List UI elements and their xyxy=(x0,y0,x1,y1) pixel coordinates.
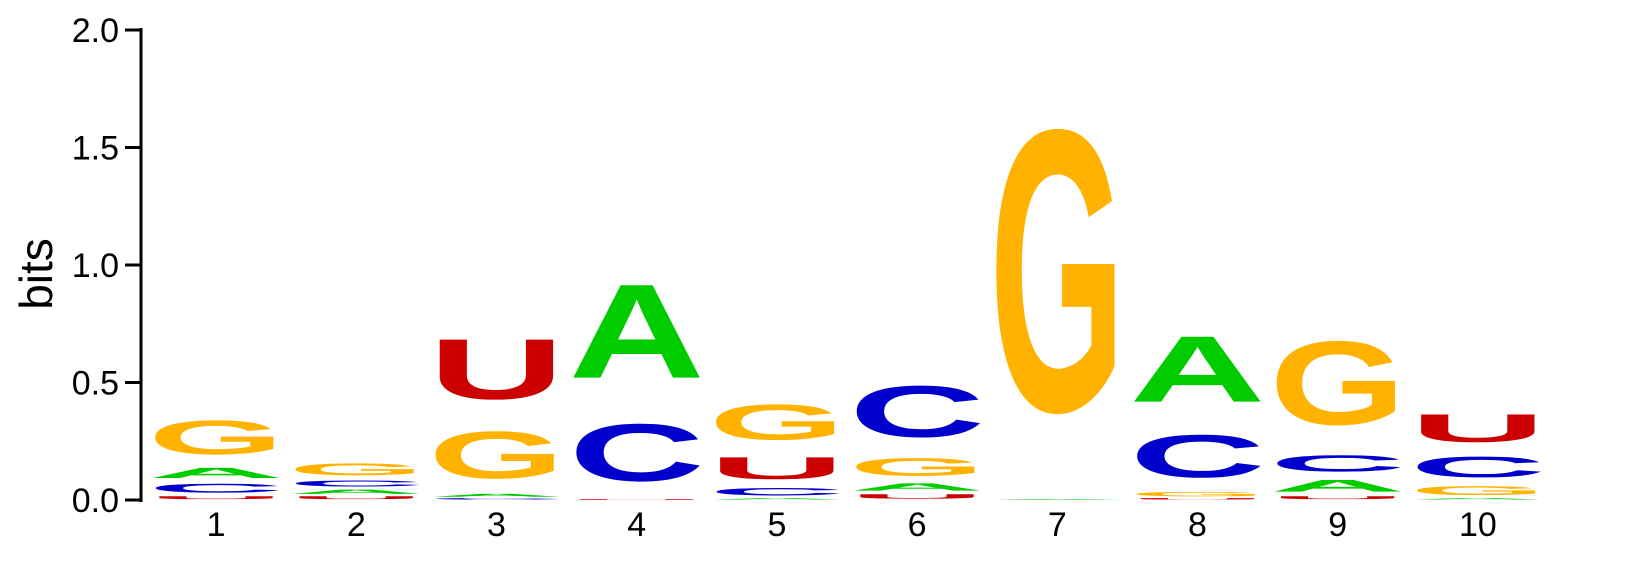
position-stack: AG xyxy=(989,46,1125,500)
x-tick-label: 10 xyxy=(1459,506,1497,544)
logo-letter-A: A xyxy=(1129,316,1265,422)
logo-letter-U: U xyxy=(288,495,424,500)
x-tick-label: 6 xyxy=(908,506,927,544)
logo-letter-C: C xyxy=(709,486,845,498)
logo-letter-G: G xyxy=(288,460,424,479)
logo-letter-G: G xyxy=(148,411,284,465)
x-axis: 1 2 3 4 5 6 7 8 9 10 xyxy=(207,506,1497,544)
logo-letter-A: A xyxy=(849,481,985,493)
logo-letter-A: A xyxy=(1270,477,1406,496)
x-tick-label: 9 xyxy=(1328,506,1347,544)
logo-letter-U: U xyxy=(569,499,705,500)
logo-letter-G: G xyxy=(989,46,1125,496)
x-tick-label: 7 xyxy=(1048,506,1067,544)
logo-letter-C: C xyxy=(148,481,284,495)
x-tick-label: 5 xyxy=(767,506,786,544)
logo-letter-A: A xyxy=(148,465,284,481)
logo-letter-U: U xyxy=(428,321,564,417)
logo-letter-G: G xyxy=(1129,491,1265,498)
logo-letter-C: C xyxy=(1270,451,1406,477)
y-axis-label: bits xyxy=(10,238,62,310)
y-tick-label: 2.0 xyxy=(72,12,119,50)
logo-letter-A: A xyxy=(288,488,424,495)
position-stack: UCA xyxy=(569,256,705,500)
y-axis: 0.0 0.5 1.0 1.5 2.0 xyxy=(72,12,143,520)
x-tick-label: 2 xyxy=(347,506,366,544)
y-tick-label: 1.0 xyxy=(72,247,119,285)
y-tick-label: 1.5 xyxy=(72,130,119,168)
y-tick-label: 0.0 xyxy=(72,482,119,520)
logo-letter-C: C xyxy=(288,479,424,488)
logo-letter-A: A xyxy=(709,498,845,500)
y-tick-label: 0.5 xyxy=(72,365,119,403)
logo-letter-C: C xyxy=(1129,422,1265,490)
logo-letter-U: U xyxy=(709,451,845,486)
logo-letter-G: G xyxy=(428,418,564,493)
logo-letter-A: A xyxy=(989,499,1125,500)
logo-letter-A: A xyxy=(569,256,705,406)
logo-letter-G: G xyxy=(709,394,845,450)
logo-letter-U: U xyxy=(849,493,985,500)
logo-letter-U: U xyxy=(148,495,284,500)
x-tick-label: 3 xyxy=(487,506,506,544)
x-tick-label: 1 xyxy=(207,506,226,544)
logo-letter-C: C xyxy=(1410,451,1546,484)
logo-letter-G: G xyxy=(1410,484,1546,498)
logo-letter-C: C xyxy=(428,498,564,500)
logo-letter-A: A xyxy=(428,493,564,498)
logo-letter-U: U xyxy=(1129,498,1265,500)
logo-letter-C: C xyxy=(849,371,985,453)
logo-letter-U: U xyxy=(1410,406,1546,450)
logo-letter-G: G xyxy=(1270,316,1406,450)
x-tick-label: 8 xyxy=(1188,506,1207,544)
logo-letter-G: G xyxy=(849,453,985,481)
x-tick-label: 4 xyxy=(627,506,646,544)
logo-letter-C: C xyxy=(569,407,705,499)
logo-letter-U: U xyxy=(1270,495,1406,500)
logo-letter-A: A xyxy=(1410,498,1546,500)
